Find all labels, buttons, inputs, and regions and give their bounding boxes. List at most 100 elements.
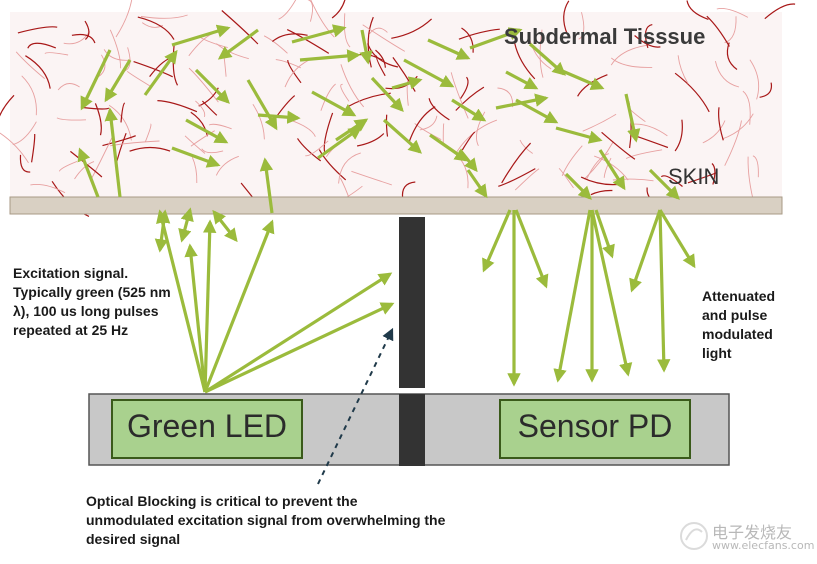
- vessel-stroke: [278, 0, 297, 20]
- vessel-stroke: [632, 123, 668, 137]
- vessel-stroke: [129, 146, 171, 152]
- vessel-stroke: [594, 155, 629, 181]
- vessel-stroke: [583, 141, 614, 180]
- vessel-stroke: [296, 138, 322, 162]
- vessel-stroke: [0, 94, 15, 117]
- light-ray-arrow: [80, 49, 112, 111]
- vessel-stroke: [367, 43, 399, 68]
- vessel-stroke: [320, 83, 336, 111]
- light-ray-arrow: [204, 272, 393, 394]
- vessel-stroke: [94, 103, 102, 136]
- light-ray-arrow: [624, 93, 641, 143]
- vessel-stroke: [610, 44, 647, 66]
- vessel-stroke: [460, 76, 469, 99]
- vessel-stroke: [58, 160, 78, 172]
- light-ray-arrow: [458, 149, 478, 173]
- vessel-stroke: [30, 184, 66, 194]
- vessel-stroke: [558, 167, 574, 189]
- light-ray-arrow: [246, 79, 278, 131]
- light-ray-arrow: [171, 24, 231, 47]
- light-ray-arrow: [257, 110, 301, 124]
- vessel-stroke: [498, 168, 536, 187]
- vessel-stroke: [172, 44, 179, 86]
- vessel-stroke: [144, 123, 152, 143]
- vessel-stroke: [362, 24, 406, 52]
- optical-blocker-upper: [399, 217, 425, 388]
- vessel-stroke: [140, 14, 188, 19]
- light-ray-arrow: [104, 59, 132, 103]
- vessel-stroke: [71, 33, 96, 44]
- vessel-stroke: [0, 132, 29, 164]
- vessel-stroke: [318, 149, 347, 181]
- vessel-stroke: [70, 150, 103, 178]
- light-arrows: [77, 24, 696, 394]
- vessel-stroke: [578, 12, 585, 40]
- vessel-stroke: [190, 130, 215, 147]
- light-ray-arrow: [299, 49, 361, 63]
- vessel-stroke: [98, 54, 106, 77]
- vessel-stroke: [519, 139, 533, 154]
- light-ray-arrow: [154, 209, 171, 253]
- vessel-stroke: [21, 75, 37, 116]
- light-ray-arrow: [658, 209, 696, 269]
- light-ray-arrow: [451, 98, 487, 122]
- light-ray-arrow: [77, 147, 100, 198]
- vessel-stroke: [115, 0, 133, 38]
- vessel-stroke: [724, 120, 742, 166]
- vessel-stroke: [514, 168, 540, 191]
- vessel-stroke: [195, 100, 206, 118]
- vessel-stroke: [660, 175, 683, 187]
- vessel-stroke: [428, 98, 450, 121]
- vessel-stroke: [527, 32, 552, 70]
- vessel-stroke: [391, 18, 433, 39]
- vessel-stroke: [74, 161, 95, 180]
- tissue-title: Subdermal Tisssue: [504, 24, 706, 49]
- green-led-box: [111, 399, 303, 459]
- vessel-stroke: [677, 55, 689, 84]
- vessel-stroke: [408, 106, 436, 143]
- watermark-logo-icon: [680, 522, 708, 550]
- vessel-stroke: [539, 29, 544, 78]
- vessel-stroke: [307, 0, 314, 22]
- light-ray-arrow: [171, 146, 221, 168]
- light-ray-arrow: [291, 24, 347, 44]
- vessel-stroke: [17, 26, 58, 34]
- light-ray-arrow: [184, 243, 207, 393]
- vessel-stroke: [27, 42, 57, 49]
- vessel-stroke: [401, 181, 416, 199]
- light-ray-arrow: [505, 70, 539, 90]
- light-ray-arrow: [317, 126, 363, 160]
- green-led-label: Green LED: [126, 408, 288, 444]
- vessel-stroke: [208, 123, 232, 130]
- vessel-stroke: [714, 61, 740, 88]
- vessel-stroke: [15, 51, 45, 79]
- light-ray-arrow: [359, 29, 373, 65]
- vessel-stroke: [414, 123, 442, 140]
- vessel-stroke: [31, 133, 36, 163]
- light-ray-arrow: [629, 209, 662, 293]
- light-ray-arrow: [194, 68, 230, 104]
- vessel-stroke: [188, 67, 219, 103]
- vessel-stroke: [356, 133, 385, 147]
- skin-layer: [9, 196, 783, 215]
- light-ray-arrow: [553, 209, 592, 383]
- light-ray-arrow: [427, 38, 471, 60]
- light-ray-arrow: [515, 98, 559, 124]
- vessel-stroke: [590, 189, 613, 196]
- light-ray-arrow: [657, 209, 671, 373]
- vessel-stroke: [137, 16, 175, 40]
- vessel-stroke: [56, 117, 87, 121]
- excitation-note: Excitation signal. Typically green (525 …: [13, 265, 171, 338]
- vessel-stroke: [461, 27, 474, 53]
- vessel-stroke: [455, 86, 485, 111]
- vessel-stroke: [190, 111, 208, 137]
- vessel-stroke: [369, 27, 388, 35]
- light-ray-arrow: [429, 133, 469, 162]
- watermark-url: www.elecfans.com: [712, 539, 815, 552]
- vessel-stroke: [25, 55, 51, 89]
- blocking-pointer-arrow: [317, 327, 394, 485]
- vessel-stroke: [716, 8, 749, 18]
- vessel-stroke: [718, 107, 724, 141]
- light-ray-arrow: [203, 219, 275, 393]
